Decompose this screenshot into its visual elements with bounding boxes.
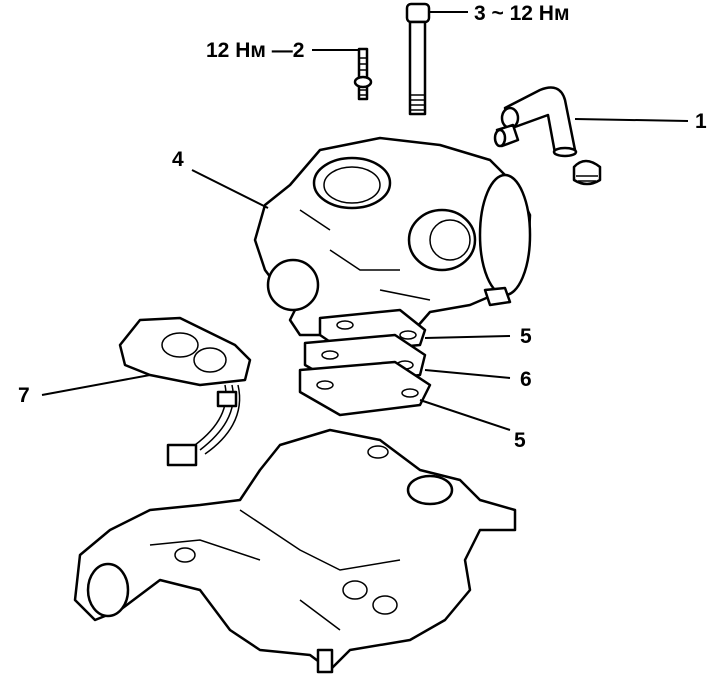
leader-6 [424, 369, 511, 379]
bolt-3 [405, 2, 431, 116]
callout-3: 3 ~ 12 Нм [474, 2, 570, 25]
leader-5a [424, 335, 511, 339]
carburetor-4 [253, 136, 532, 337]
callout-6: 6 [520, 368, 532, 391]
callout-2: 12 Нм —2 [206, 39, 304, 62]
hose-1 [500, 86, 578, 158]
leader-5b [419, 399, 511, 431]
gasket-5-lower [298, 360, 432, 417]
leader-7 [41, 374, 151, 396]
intake-manifold [73, 428, 517, 674]
stud-2 [353, 47, 373, 101]
callout-5-lower: 5 [514, 429, 526, 452]
callout-5-upper: 5 [520, 325, 532, 348]
cap [572, 159, 602, 186]
leader-1 [574, 118, 689, 122]
callout-1: 1 [695, 110, 707, 133]
callout-4: 4 [172, 148, 184, 171]
leader-4 [191, 169, 269, 209]
plug [493, 123, 520, 148]
callout-7: 7 [18, 384, 30, 407]
heater-7 [118, 316, 252, 467]
